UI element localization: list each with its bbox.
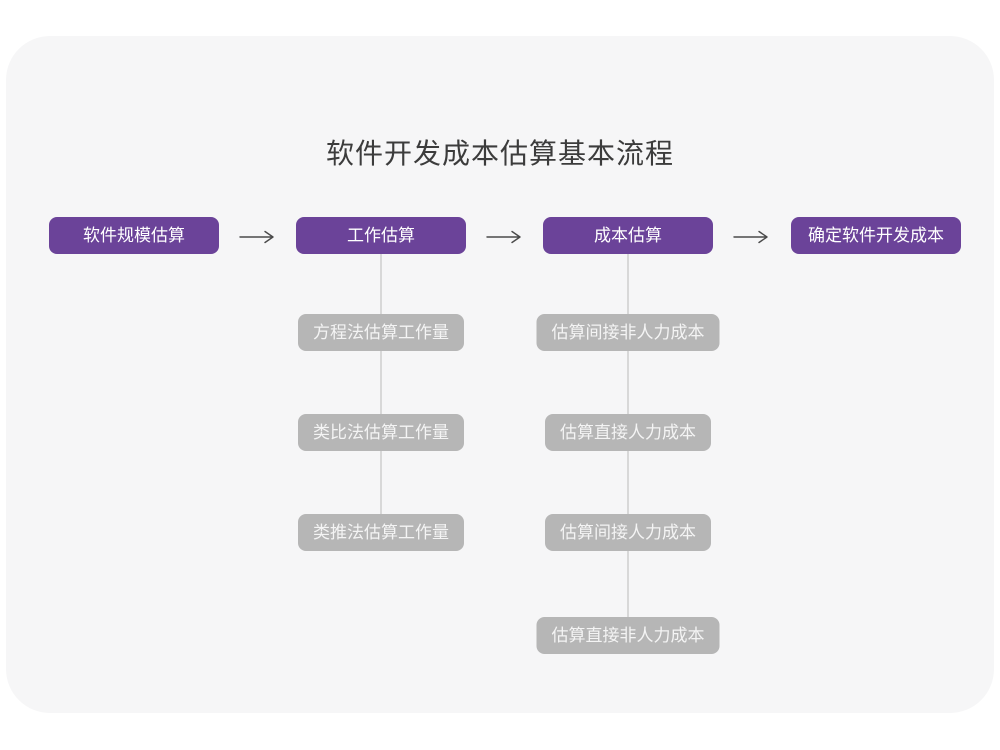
substep-indirect-non-labor-cost: 估算间接非人力成本	[536, 314, 720, 351]
flow-step-determine-dev-cost: 确定软件开发成本	[791, 217, 961, 254]
diagram-title: 软件开发成本估算基本流程	[325, 138, 674, 169]
substep-extrapolation-method-workload: 类推法估算工作量	[298, 514, 464, 551]
substep-indirect-labor-cost: 估算间接人力成本	[545, 514, 711, 551]
flow-step-software-scale-estimation: 软件规模估算	[49, 217, 219, 254]
flow-step-work-estimation: 工作估算	[296, 217, 466, 254]
diagram-card: 软件开发成本估算基本流程 软件规模估算 工作估算 成本估算 确定软件开发成本 方…	[6, 36, 994, 713]
arrow-right-icon	[239, 230, 274, 244]
arrow-right-icon	[733, 230, 768, 244]
substep-equation-method-workload: 方程法估算工作量	[298, 314, 464, 351]
substep-analogy-method-workload: 类比法估算工作量	[298, 414, 464, 451]
flow-step-cost-estimation: 成本估算	[543, 217, 713, 254]
arrow-right-icon	[486, 230, 521, 244]
substep-direct-non-labor-cost: 估算直接非人力成本	[536, 617, 720, 654]
connector-line-work-estimation	[380, 218, 382, 533]
substep-direct-labor-cost: 估算直接人力成本	[545, 414, 711, 451]
